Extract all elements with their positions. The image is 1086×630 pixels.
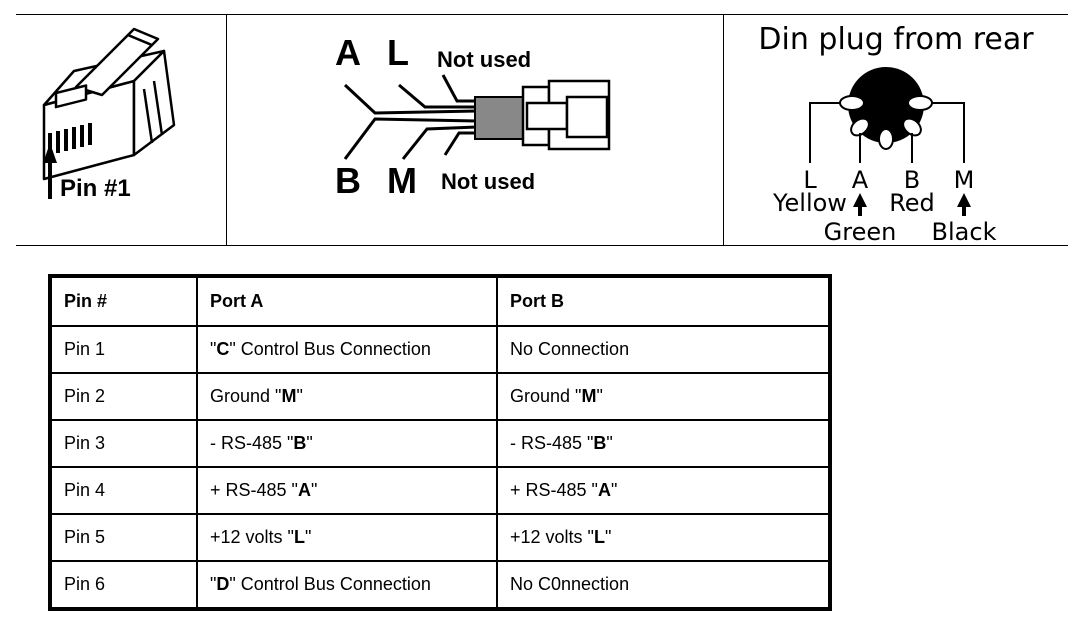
cell-port-b: No Connection	[496, 325, 831, 374]
din-pin-letter-b: B	[904, 166, 920, 194]
connector-diagram-strip: Pin #1 A L Not used B M Not used	[16, 14, 1068, 246]
cable-not-used-top: Not used	[437, 47, 531, 72]
panel-divider	[226, 15, 227, 245]
din-color-green: Green	[824, 218, 897, 245]
cell-port-a: "D" Control Bus Connection	[196, 560, 498, 610]
pin1-arrow-shaft	[48, 161, 52, 199]
black-arrow-shaft	[962, 206, 966, 216]
cell-port-a: + RS-485 "A"	[196, 466, 498, 515]
table-row: Pin 3 - RS-485 "B" - RS-485 "B"	[49, 419, 831, 468]
header-pin: Pin #	[49, 275, 198, 327]
header-port-a: Port A	[196, 275, 498, 327]
cell-port-b: - RS-485 "B"	[496, 419, 831, 468]
cell-pin: Pin 2	[49, 372, 198, 421]
cable-label-m: M	[387, 160, 417, 201]
rj-plug-latch-tip	[126, 27, 160, 47]
din-leader-lines	[809, 102, 965, 163]
din-color-yellow: Yellow	[772, 189, 847, 217]
din-color-red: Red	[889, 189, 935, 217]
din-title: Din plug from rear	[758, 22, 1034, 57]
cable-label-a: A	[335, 32, 361, 73]
rj-plug-drawing: Pin #1	[42, 27, 176, 202]
cell-pin: Pin 5	[49, 513, 198, 562]
rj-plug-side-face	[132, 49, 176, 157]
cell-pin: Pin 4	[49, 466, 198, 515]
table-row: Pin 5 +12 volts "L" +12 volts "L"	[49, 513, 831, 562]
cell-pin: Pin 6	[49, 560, 198, 610]
green-arrow-shaft	[858, 206, 862, 216]
table-header-row: Pin # Port A Port B	[49, 275, 831, 327]
rj-connector-panel: Pin #1	[16, 15, 226, 245]
cable-jacket	[474, 96, 524, 140]
pin1-arrow-icon	[43, 143, 57, 163]
cable-plug	[521, 79, 611, 151]
cell-pin: Pin 1	[49, 325, 198, 374]
cell-port-a: +12 volts "L"	[196, 513, 498, 562]
din-pin-letter-l: L	[803, 166, 817, 194]
cell-port-a: - RS-485 "B"	[196, 419, 498, 468]
table-row: Pin 6 "D" Control Bus Connection No C0nn…	[49, 560, 831, 610]
black-arrow-icon	[957, 193, 971, 207]
din-pin-letter-a: A	[852, 166, 869, 194]
table-row: Pin 1 "C" Control Bus Connection No Conn…	[49, 325, 831, 374]
cell-port-b: + RS-485 "A"	[496, 466, 831, 515]
cell-port-b: +12 volts "L"	[496, 513, 831, 562]
cell-pin: Pin 3	[49, 419, 198, 468]
cell-port-b: Ground "M"	[496, 372, 831, 421]
din-pins	[839, 95, 933, 150]
green-arrow-icon	[853, 193, 867, 207]
table-row: Pin 4 + RS-485 "A" + RS-485 "A"	[49, 466, 831, 515]
din-plug-panel: Din plug from rear L A B M Yellow Red	[724, 15, 1068, 245]
cable-not-used-bottom: Not used	[441, 169, 535, 194]
header-port-b: Port B	[496, 275, 831, 327]
din-color-black: Black	[932, 218, 997, 245]
table-row: Pin 2 Ground "M" Ground "M"	[49, 372, 831, 421]
cable-label-l: L	[387, 32, 409, 73]
cable-wires	[343, 74, 478, 160]
pin1-label: Pin #1	[60, 175, 131, 202]
din-plug-drawing: Din plug from rear L A B M Yellow Red	[758, 22, 1034, 245]
cable-drawing: A L Not used B M Not used	[335, 32, 611, 201]
din-pin-letter-m: M	[954, 166, 975, 194]
cell-port-a: "C" Control Bus Connection	[196, 325, 498, 374]
cable-label-b: B	[335, 160, 361, 201]
pinout-table: Pin # Port A Port B Pin 1 "C" Control Bu…	[48, 274, 832, 611]
cable-panel: A L Not used B M Not used	[227, 15, 723, 245]
rj-plug-window	[54, 84, 88, 109]
panel-divider	[723, 15, 724, 245]
cell-port-b: No C0nnection	[496, 560, 831, 610]
cell-port-a: Ground "M"	[196, 372, 498, 421]
